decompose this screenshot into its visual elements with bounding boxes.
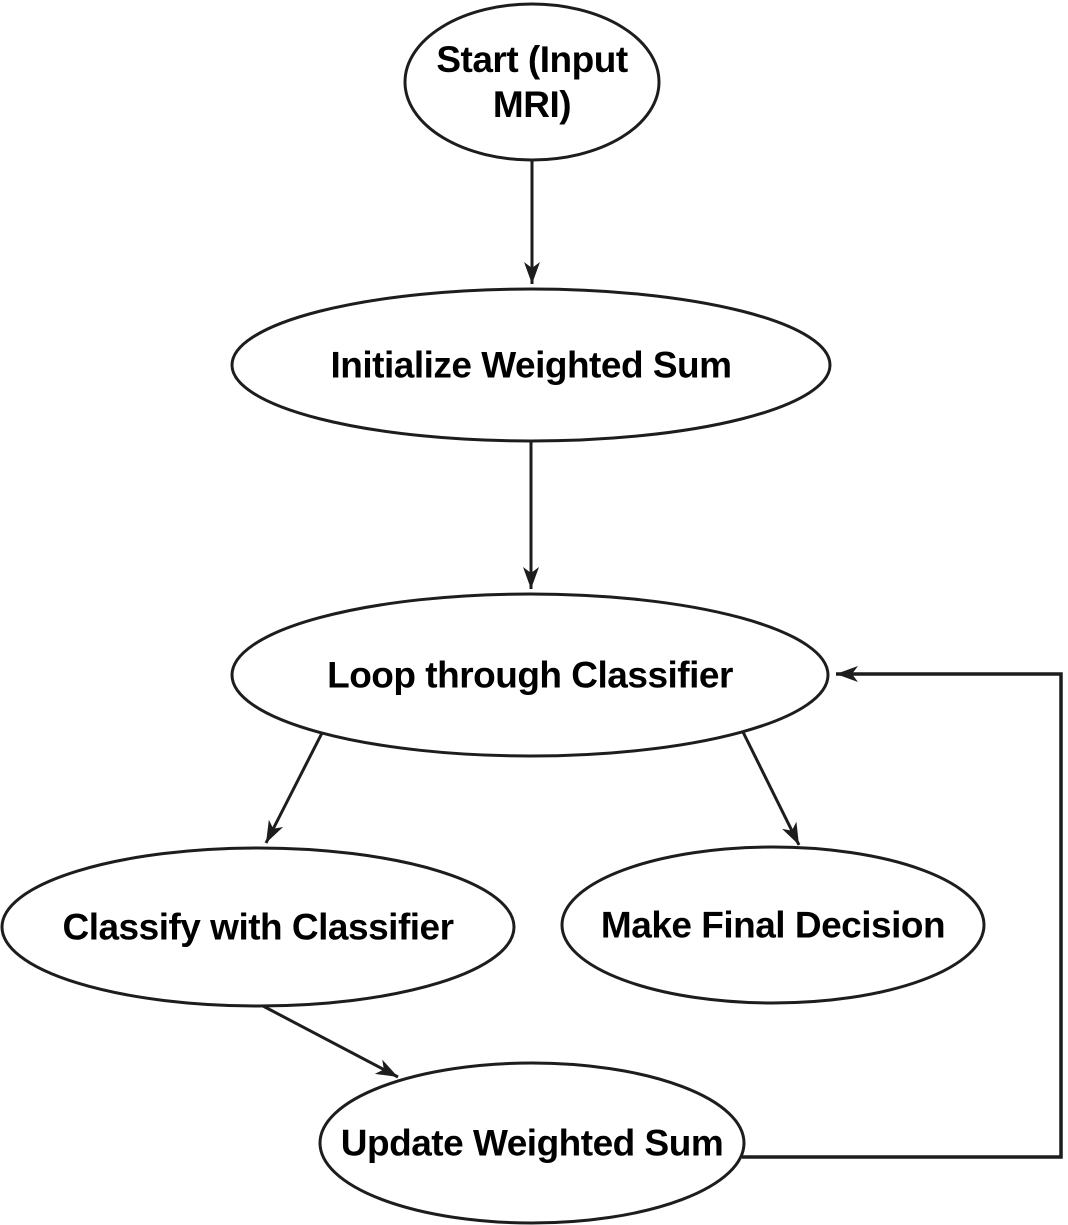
edge-classify-to-update (262, 1004, 399, 1079)
edge-loop-to-classify (264, 732, 324, 844)
node-initialize-shape (230, 287, 832, 443)
node-loop-shape (230, 592, 830, 758)
node-decision-label: Make Final Decision (600, 904, 946, 946)
edge-update-to-loop-loopback (742, 666, 1063, 1159)
node-decision-shape (560, 845, 986, 1005)
node-initialize-label: Initialize Weighted Sum (330, 344, 732, 386)
node-update-label: Update Weighted Sum (340, 1122, 724, 1164)
edge-loop-to-decision (741, 731, 801, 846)
node-classify-label: Classify with Classifier (62, 906, 454, 948)
node-classify-shape (0, 846, 516, 1008)
node-start-shape (403, 2, 661, 162)
node-start-label: Start (Input MRI) (436, 38, 628, 125)
node-update-shape (318, 1061, 746, 1225)
node-loop-label: Loop through Classifier (327, 654, 733, 696)
